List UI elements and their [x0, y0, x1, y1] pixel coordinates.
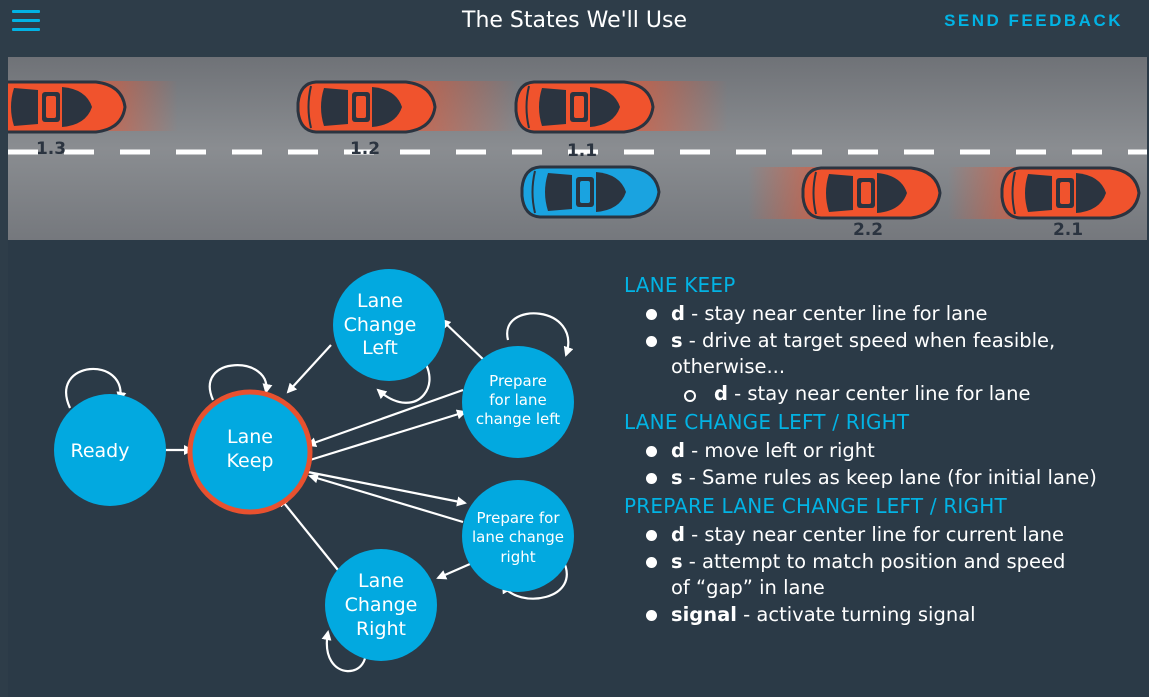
state-rules-panel: LANE KEEP d - stay near center line for … — [624, 272, 1144, 630]
list-item-continuation: otherwise... — [644, 354, 1144, 381]
lcl-to-lane-keep — [286, 344, 332, 394]
lane-keep-to-plcl — [309, 409, 467, 462]
lane-keep-label: Keep — [227, 450, 274, 472]
plcr-label: Prepare for — [476, 509, 560, 527]
plcl-self-loop — [506, 312, 574, 357]
prepare-lane-change-rules: d - stay near center line for current la… — [624, 522, 1144, 628]
rule-text: - drive at target speed when feasible, — [682, 328, 1056, 352]
lane-change-left-node — [333, 269, 445, 381]
sub-list-item: d - stay near center line for lane — [676, 381, 1144, 408]
rule-text: otherwise... — [671, 355, 786, 378]
car-1-1 — [514, 80, 655, 134]
rule-key: d — [671, 439, 685, 462]
list-item-continuation: of “gap” in lane — [644, 575, 1144, 602]
ready-self-loop — [65, 368, 127, 409]
lcr-label: Change — [345, 594, 418, 616]
rule-key: d — [671, 302, 685, 325]
lcr-label: Right — [356, 618, 406, 640]
rule-key: d — [671, 523, 685, 546]
car-2-1 — [1000, 166, 1141, 220]
road-illustration: 1.3 1.2 1.1 2.2 2.1 — [8, 57, 1147, 240]
rule-key: signal — [671, 602, 737, 626]
car-label: 1.2 — [350, 139, 380, 159]
plcl-label: change left — [476, 410, 560, 428]
lcl-label: Lane — [357, 290, 403, 312]
plcr-label: lane change — [472, 528, 564, 546]
rule-key: s — [671, 465, 683, 489]
car-label: 2.1 — [1053, 220, 1083, 240]
prepare-lane-change-right-node — [462, 480, 574, 592]
hamburger-menu-icon[interactable] — [12, 10, 40, 32]
plcl-label: for lane — [489, 391, 547, 409]
car-1-2 — [296, 80, 437, 134]
rule-text: - stay near center line for lane — [684, 302, 988, 325]
prepare-lane-change-heading: PREPARE LANE CHANGE LEFT / RIGHT — [624, 494, 1007, 518]
list-item: signal - activate turning signal — [644, 602, 1144, 629]
car-label: 1.3 — [36, 139, 66, 159]
rule-text: - attempt to match position and speed — [682, 549, 1066, 573]
lcl-label: Change — [344, 314, 417, 336]
list-item: s - attempt to match position and speed — [644, 549, 1144, 576]
lane-keep-heading: LANE KEEP — [624, 273, 736, 297]
list-item: d - move left or right — [644, 438, 1144, 465]
list-item: s - Same rules as keep lane (for initial… — [644, 465, 1144, 492]
rule-key: s — [671, 328, 683, 352]
rule-key: s — [671, 549, 683, 573]
rule-text: - stay near center line for current lane — [684, 523, 1065, 546]
rule-text: - move left or right — [684, 439, 875, 462]
lcl-label: Left — [362, 337, 398, 359]
rule-text: of “gap” in lane — [671, 576, 825, 599]
car-label: 1.1 — [567, 141, 597, 161]
lane-keep-label: Lane — [227, 426, 273, 448]
plcr-label: right — [500, 548, 535, 566]
car-1-3 — [8, 80, 127, 134]
lcr-label: Lane — [358, 570, 404, 592]
plcl-label: Prepare — [489, 372, 547, 390]
lane-change-heading: LANE CHANGE LEFT / RIGHT — [624, 410, 910, 434]
transition-arrows — [65, 312, 574, 673]
ready-state-node — [54, 394, 166, 506]
ego-car — [520, 165, 661, 219]
rule-text: - stay near center line for lane — [727, 381, 1031, 405]
lane-keep-to-plcr — [307, 470, 467, 507]
top-bar: The States We'll Use SEND FEEDBACK — [0, 0, 1149, 46]
lane-change-right-node — [325, 549, 437, 661]
lane-change-rules: d - move left or right s - Same rules as… — [624, 438, 1144, 491]
rule-text: - activate turning signal — [736, 602, 976, 626]
state-diagram: Ready Lane Keep Lane Change Left Prepare… — [54, 269, 574, 673]
page-title: The States We'll Use — [462, 8, 687, 33]
plcl-to-lane-keep — [306, 388, 464, 448]
prepare-lane-change-left-node — [462, 346, 574, 458]
lane-keep-rules: d - stay near center line for lane s - d… — [624, 301, 1144, 407]
plcr-to-lcr — [436, 562, 471, 580]
car-label: 2.2 — [853, 220, 883, 240]
list-item: d - stay near center line for current la… — [644, 522, 1144, 549]
lane-keep-self-loop — [208, 364, 273, 401]
lcr-to-lane-keep — [278, 496, 339, 571]
list-item: s - drive at target speed when feasible, — [644, 328, 1144, 355]
plcr-to-lane-keep — [308, 473, 464, 524]
list-item: d - stay near center line for lane — [644, 301, 1144, 328]
send-feedback-link[interactable]: SEND FEEDBACK — [944, 11, 1123, 30]
lane-keep-state-node — [187, 389, 313, 515]
car-2-2 — [801, 166, 942, 220]
rule-key: d — [714, 381, 728, 405]
ready-label: Ready — [71, 440, 130, 462]
rule-text: - Same rules as keep lane (for initial l… — [682, 465, 1097, 489]
plcl-to-lcl — [440, 318, 487, 363]
plcr-self-loop — [501, 559, 568, 600]
